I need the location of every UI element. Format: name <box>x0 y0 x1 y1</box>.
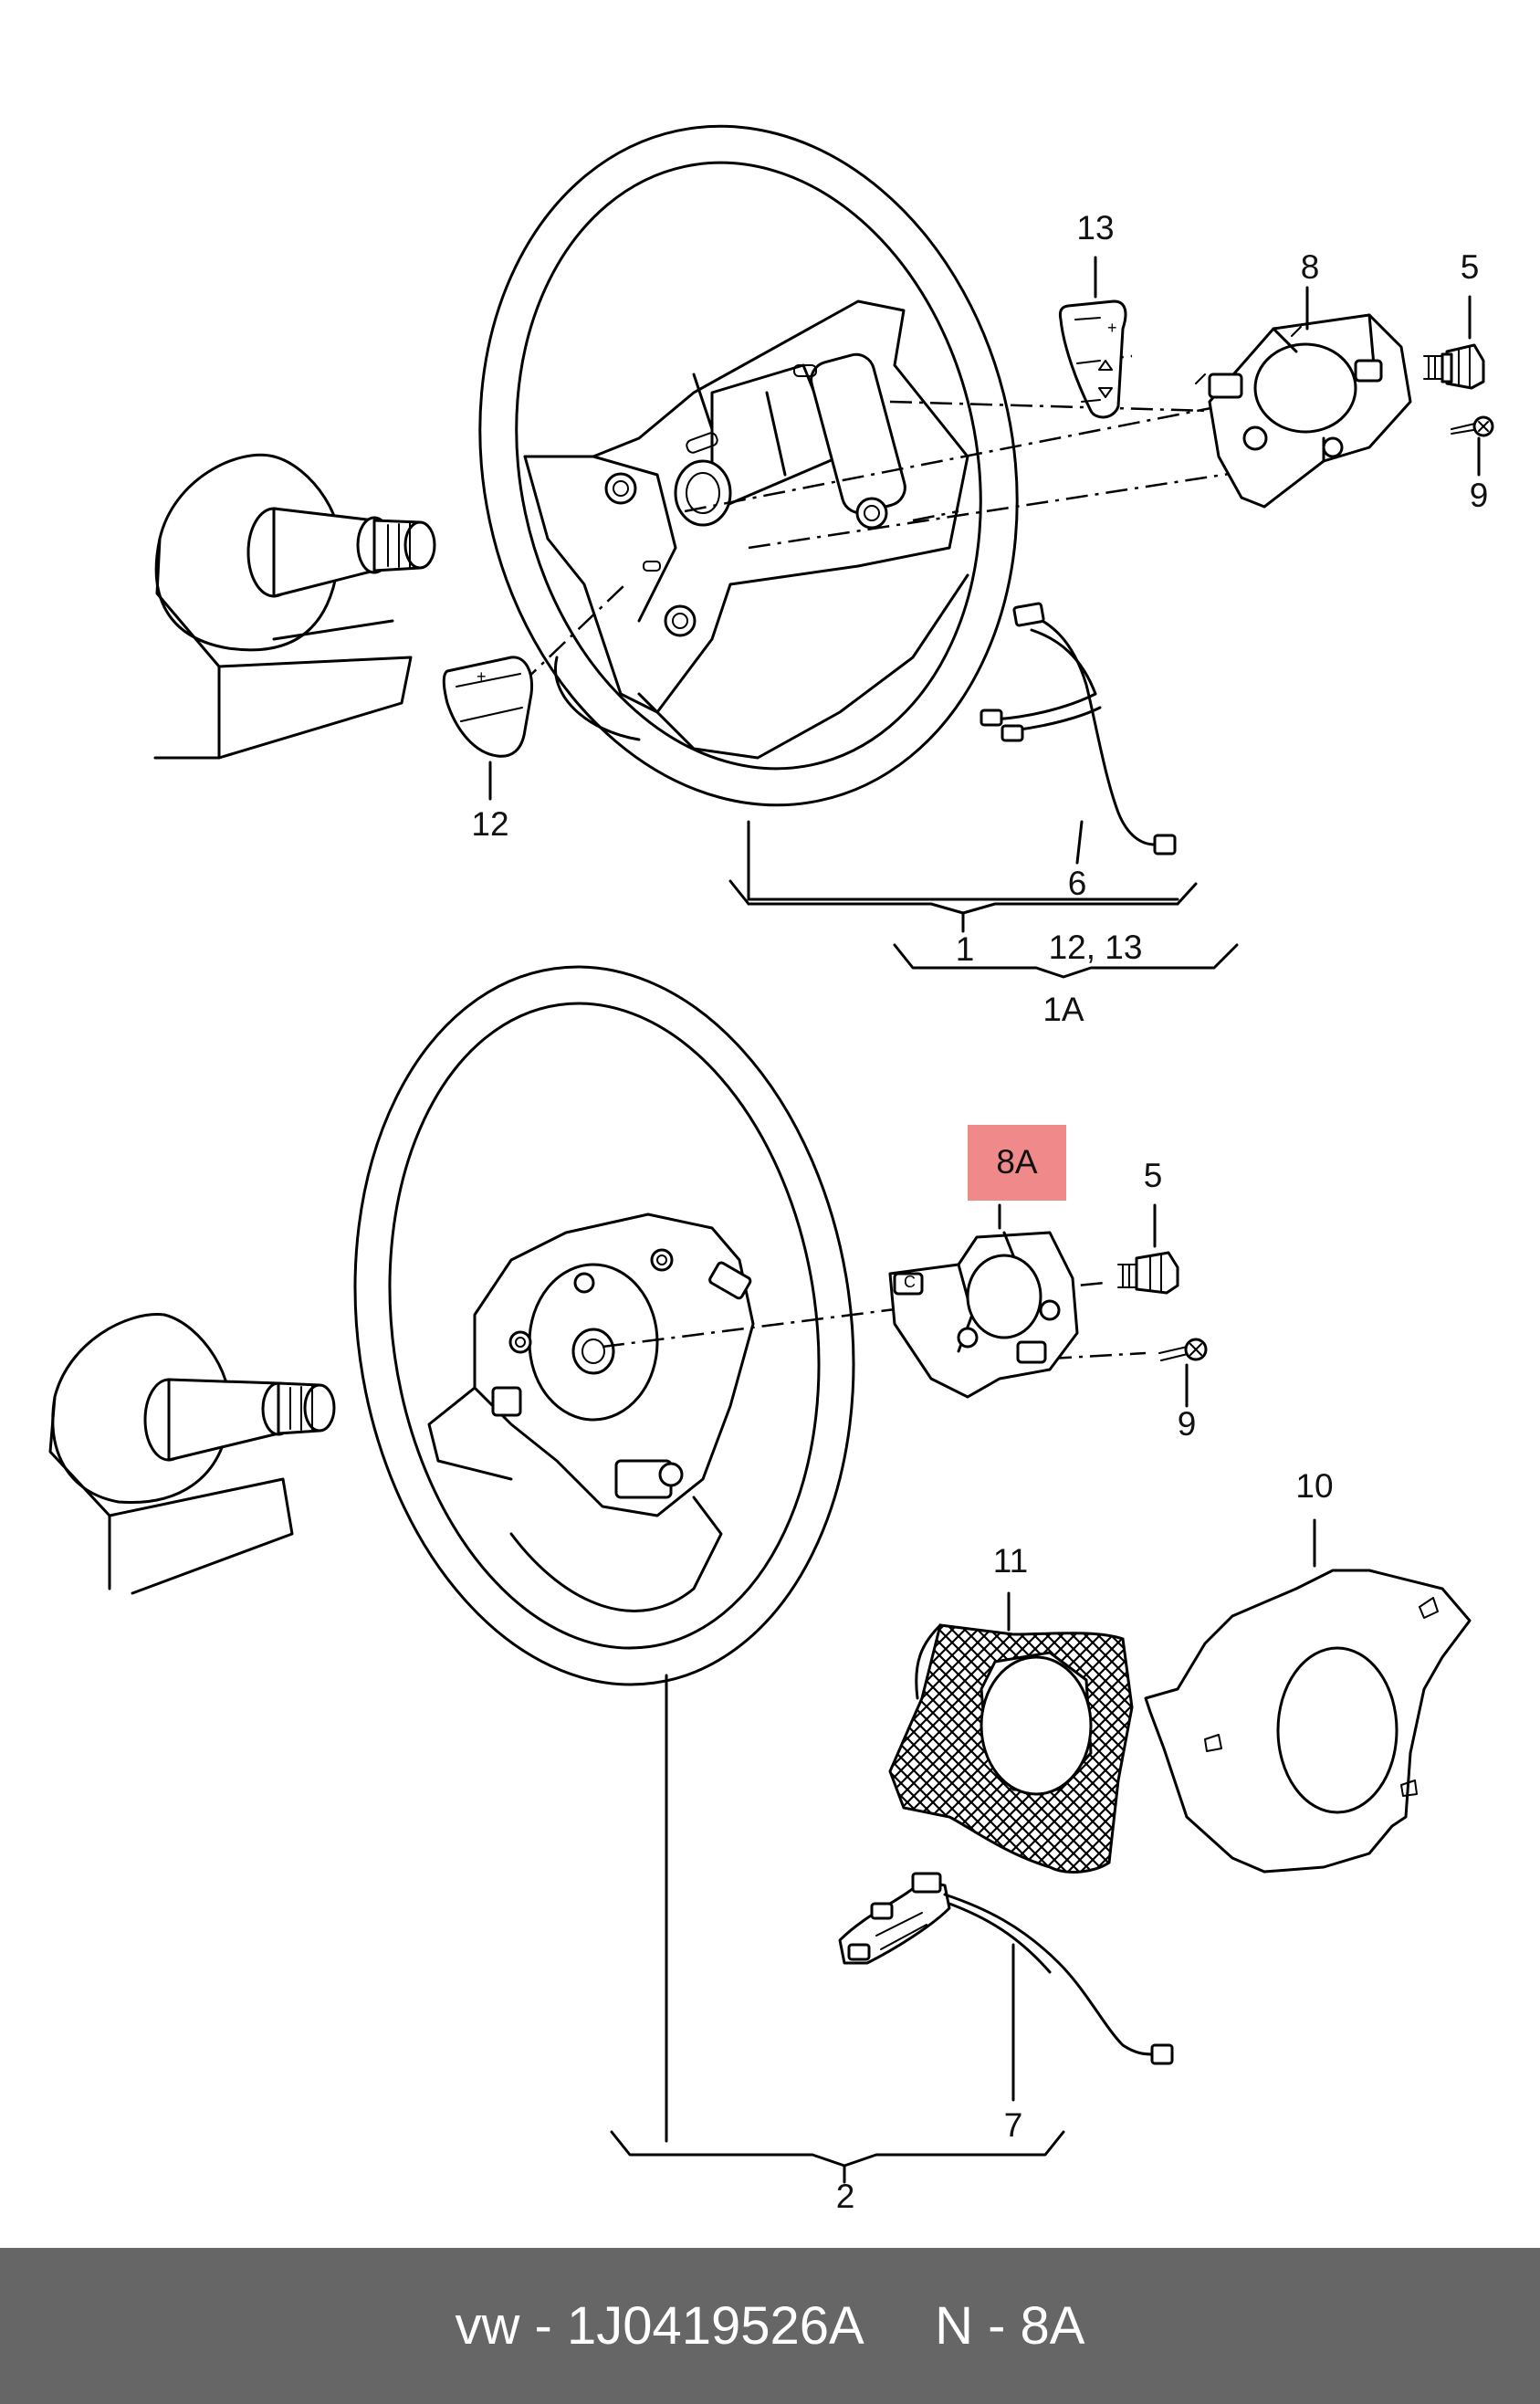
label-1: 1 <box>956 930 975 968</box>
parts-diagram: + + <box>48 124 1494 2215</box>
part-5-bolt-upper <box>1423 295 1485 390</box>
steering-column-upper <box>153 453 436 760</box>
part-10-cover <box>1144 1518 1472 1874</box>
callout-labels: 13 8 5 9 12 6 1 12, 13 1A 8A 5 9 10 11 7… <box>471 209 1488 2215</box>
steering-wheel-lower <box>353 965 855 1686</box>
label-12-13: 12, 13 <box>1049 929 1143 966</box>
label-8: 8 <box>1301 248 1320 286</box>
group-bracket-2 <box>610 1674 1065 2184</box>
part-5-bolt-lower <box>1117 1203 1179 1295</box>
part-6-wiring-harness <box>980 602 1177 865</box>
label-5-upper: 5 <box>1461 248 1480 286</box>
part-9-screw-lower <box>1158 1338 1208 1408</box>
label-5-lower: 5 <box>1144 1157 1163 1194</box>
part-7-wiring-harness <box>838 1872 1174 2102</box>
label-7: 7 <box>1004 2106 1023 2144</box>
part-11-cover-hatched <box>888 1591 1134 1874</box>
svg-text:+: + <box>477 667 487 686</box>
label-6: 6 <box>1068 865 1087 902</box>
label-11: 11 <box>993 1542 1028 1580</box>
part-info-footer: vw - 1J0419526A N - 8A <box>0 2248 1540 2404</box>
label-9-upper: 9 <box>1470 477 1489 514</box>
part-13-button-right: + <box>1058 256 1127 419</box>
label-13: 13 <box>1076 209 1114 247</box>
group-bracket-1A <box>893 943 1239 979</box>
svg-text:+: + <box>1107 319 1117 337</box>
steering-column-lower <box>48 1313 336 1595</box>
steering-wheel-upper <box>478 124 1019 807</box>
label-2: 2 <box>836 2178 855 2215</box>
group-bracket-1 <box>728 820 1198 933</box>
part-8-bracket <box>1195 286 1412 509</box>
part-info-text: vw - 1J0419526A N - 8A <box>455 2296 1085 2356</box>
label-9-lower: 9 <box>1178 1405 1197 1443</box>
label-12: 12 <box>471 805 508 843</box>
part-8A-bracket: C <box>888 1125 1079 1399</box>
part-9-screw-upper <box>1451 415 1494 477</box>
svg-text:C: C <box>904 1273 916 1291</box>
label-8A: 8A <box>996 1143 1038 1181</box>
label-highlight <box>968 1125 1066 1201</box>
label-10: 10 <box>1295 1467 1333 1505</box>
label-1A: 1A <box>1042 991 1084 1028</box>
part-12-button-left: + <box>442 656 534 801</box>
